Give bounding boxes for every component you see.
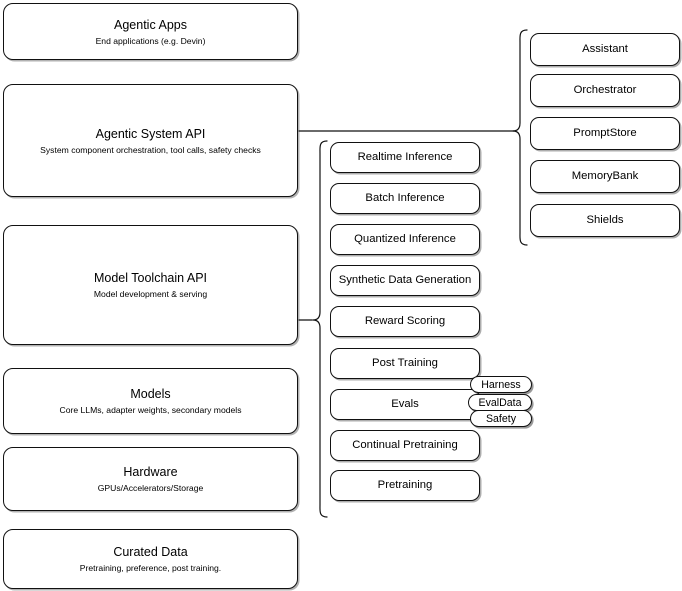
eval-pill-evaldata[interactable]: EvalData xyxy=(468,394,532,411)
chip-label: Evals xyxy=(391,398,419,410)
layer-subtitle: End applications (e.g. Devin) xyxy=(95,35,206,46)
layer-title: Model Toolchain API xyxy=(93,271,208,285)
chip-label: Pretraining xyxy=(377,479,433,491)
system-item-orchestrator[interactable]: Orchestrator xyxy=(530,74,680,107)
chip-label: Shields xyxy=(586,214,624,226)
layer-title: Hardware xyxy=(123,465,178,479)
layer-subtitle: System component orchestration, tool cal… xyxy=(40,144,261,155)
chip-label: PromptStore xyxy=(573,127,637,139)
toolchain-item-realtime-inference[interactable]: Realtime Inference xyxy=(330,142,480,173)
layer-box-agentic-apps[interactable]: Agentic Apps End applications (e.g. Devi… xyxy=(3,3,298,60)
system-item-memorybank[interactable]: MemoryBank xyxy=(530,160,680,193)
layer-title: Curated Data xyxy=(113,545,188,559)
chip-label: MemoryBank xyxy=(571,170,639,182)
pill-label: EvalData xyxy=(478,396,522,409)
eval-pill-safety[interactable]: Safety xyxy=(470,410,532,427)
layer-box-agentic-system-api[interactable]: Agentic System API System component orch… xyxy=(3,84,298,197)
chip-label: Synthetic Data Generation xyxy=(338,274,472,286)
chip-label: Quantized Inference xyxy=(354,233,456,245)
toolchain-item-continual-pretraining[interactable]: Continual Pretraining xyxy=(330,430,480,461)
toolchain-item-evals[interactable]: Evals xyxy=(330,389,480,420)
layer-box-model-toolchain-api[interactable]: Model Toolchain API Model development & … xyxy=(3,225,298,345)
toolchain-item-post-training[interactable]: Post Training xyxy=(330,348,480,379)
pill-label: Harness xyxy=(481,378,521,391)
toolchain-item-batch-inference[interactable]: Batch Inference xyxy=(330,183,480,214)
system-item-assistant[interactable]: Assistant xyxy=(530,33,680,66)
chip-label: Reward Scoring xyxy=(364,315,446,327)
layer-title: Agentic System API xyxy=(95,126,206,141)
toolchain-item-quantized-inference[interactable]: Quantized Inference xyxy=(330,224,480,255)
layer-box-models[interactable]: Models Core LLMs, adapter weights, secon… xyxy=(3,368,298,434)
layer-box-hardware[interactable]: Hardware GPUs/Accelerators/Storage xyxy=(3,447,298,511)
system-item-promptstore[interactable]: PromptStore xyxy=(530,117,680,150)
eval-pill-harness[interactable]: Harness xyxy=(470,376,532,393)
layer-subtitle: Pretraining, preference, post training. xyxy=(79,563,222,573)
layer-title: Agentic Apps xyxy=(114,17,187,32)
toolchain-item-synthetic-data-generation[interactable]: Synthetic Data Generation xyxy=(330,265,480,296)
layer-title: Models xyxy=(130,387,171,401)
layer-subtitle: Core LLMs, adapter weights, secondary mo… xyxy=(59,405,242,415)
chip-label: Post Training xyxy=(372,357,438,369)
chip-label: Batch Inference xyxy=(365,192,445,204)
chip-label: Continual Pretraining xyxy=(352,439,458,451)
curly-brace-toolchain-column xyxy=(312,140,328,518)
chip-label: Assistant xyxy=(582,43,628,55)
layer-subtitle: GPUs/Accelerators/Storage xyxy=(97,483,204,493)
layer-subtitle: Model development & serving xyxy=(93,289,208,299)
curly-brace-system-column xyxy=(512,29,528,246)
toolchain-item-pretraining[interactable]: Pretraining xyxy=(330,470,480,501)
toolchain-item-reward-scoring[interactable]: Reward Scoring xyxy=(330,306,480,337)
system-item-shields[interactable]: Shields xyxy=(530,204,680,237)
chip-label: Realtime Inference xyxy=(357,151,453,163)
layer-box-curated-data[interactable]: Curated Data Pretraining, preference, po… xyxy=(3,529,298,589)
pill-label: Safety xyxy=(485,412,517,425)
chip-label: Orchestrator xyxy=(573,84,637,96)
